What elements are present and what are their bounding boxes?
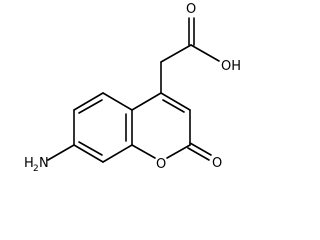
- bond-c7-n: [47, 144, 75, 161]
- bond-c4a-c4: [131, 92, 162, 111]
- bond-c-oh: [190, 44, 220, 62]
- bond-o1-c8a: [131, 144, 156, 159]
- bond-c2-o1: [166, 144, 191, 159]
- hydroxyl-label: OH: [221, 59, 241, 74]
- bond-c2-o-double-1: [189, 142, 212, 156]
- acid-carbonyl-oxygen-label: O: [186, 2, 196, 17]
- bond-c7-c8-inner: [78, 141, 103, 156]
- amine-subscript-label: 2: [33, 164, 39, 174]
- ring-oxygen-label: O: [156, 157, 166, 172]
- bond-c5-c6-inner: [78, 99, 103, 114]
- pyranone-ring: [131, 92, 212, 161]
- bond-c5-c6: [73, 92, 104, 111]
- bond-c7-c8: [73, 144, 104, 163]
- bond-ch2-cooh: [160, 44, 192, 63]
- bond-c4-c3-double: [160, 92, 191, 111]
- bond-c4a-c5: [102, 92, 133, 111]
- lactone-carbonyl-oxygen-label: O: [212, 156, 222, 171]
- amine-h-label: H: [24, 156, 34, 171]
- bond-c8-c8a: [102, 144, 133, 163]
- amine-n-label: N: [39, 156, 49, 171]
- structure-diagram: O OH O O H 2 N: [24, 2, 241, 174]
- bond-c2-o-double-2: [187, 147, 210, 161]
- bond-c4-c3-inner: [162, 99, 185, 113]
- benzene-ring: [73, 92, 133, 163]
- amine-label: H 2 N: [24, 156, 49, 174]
- acetic-acid-group: [160, 17, 220, 94]
